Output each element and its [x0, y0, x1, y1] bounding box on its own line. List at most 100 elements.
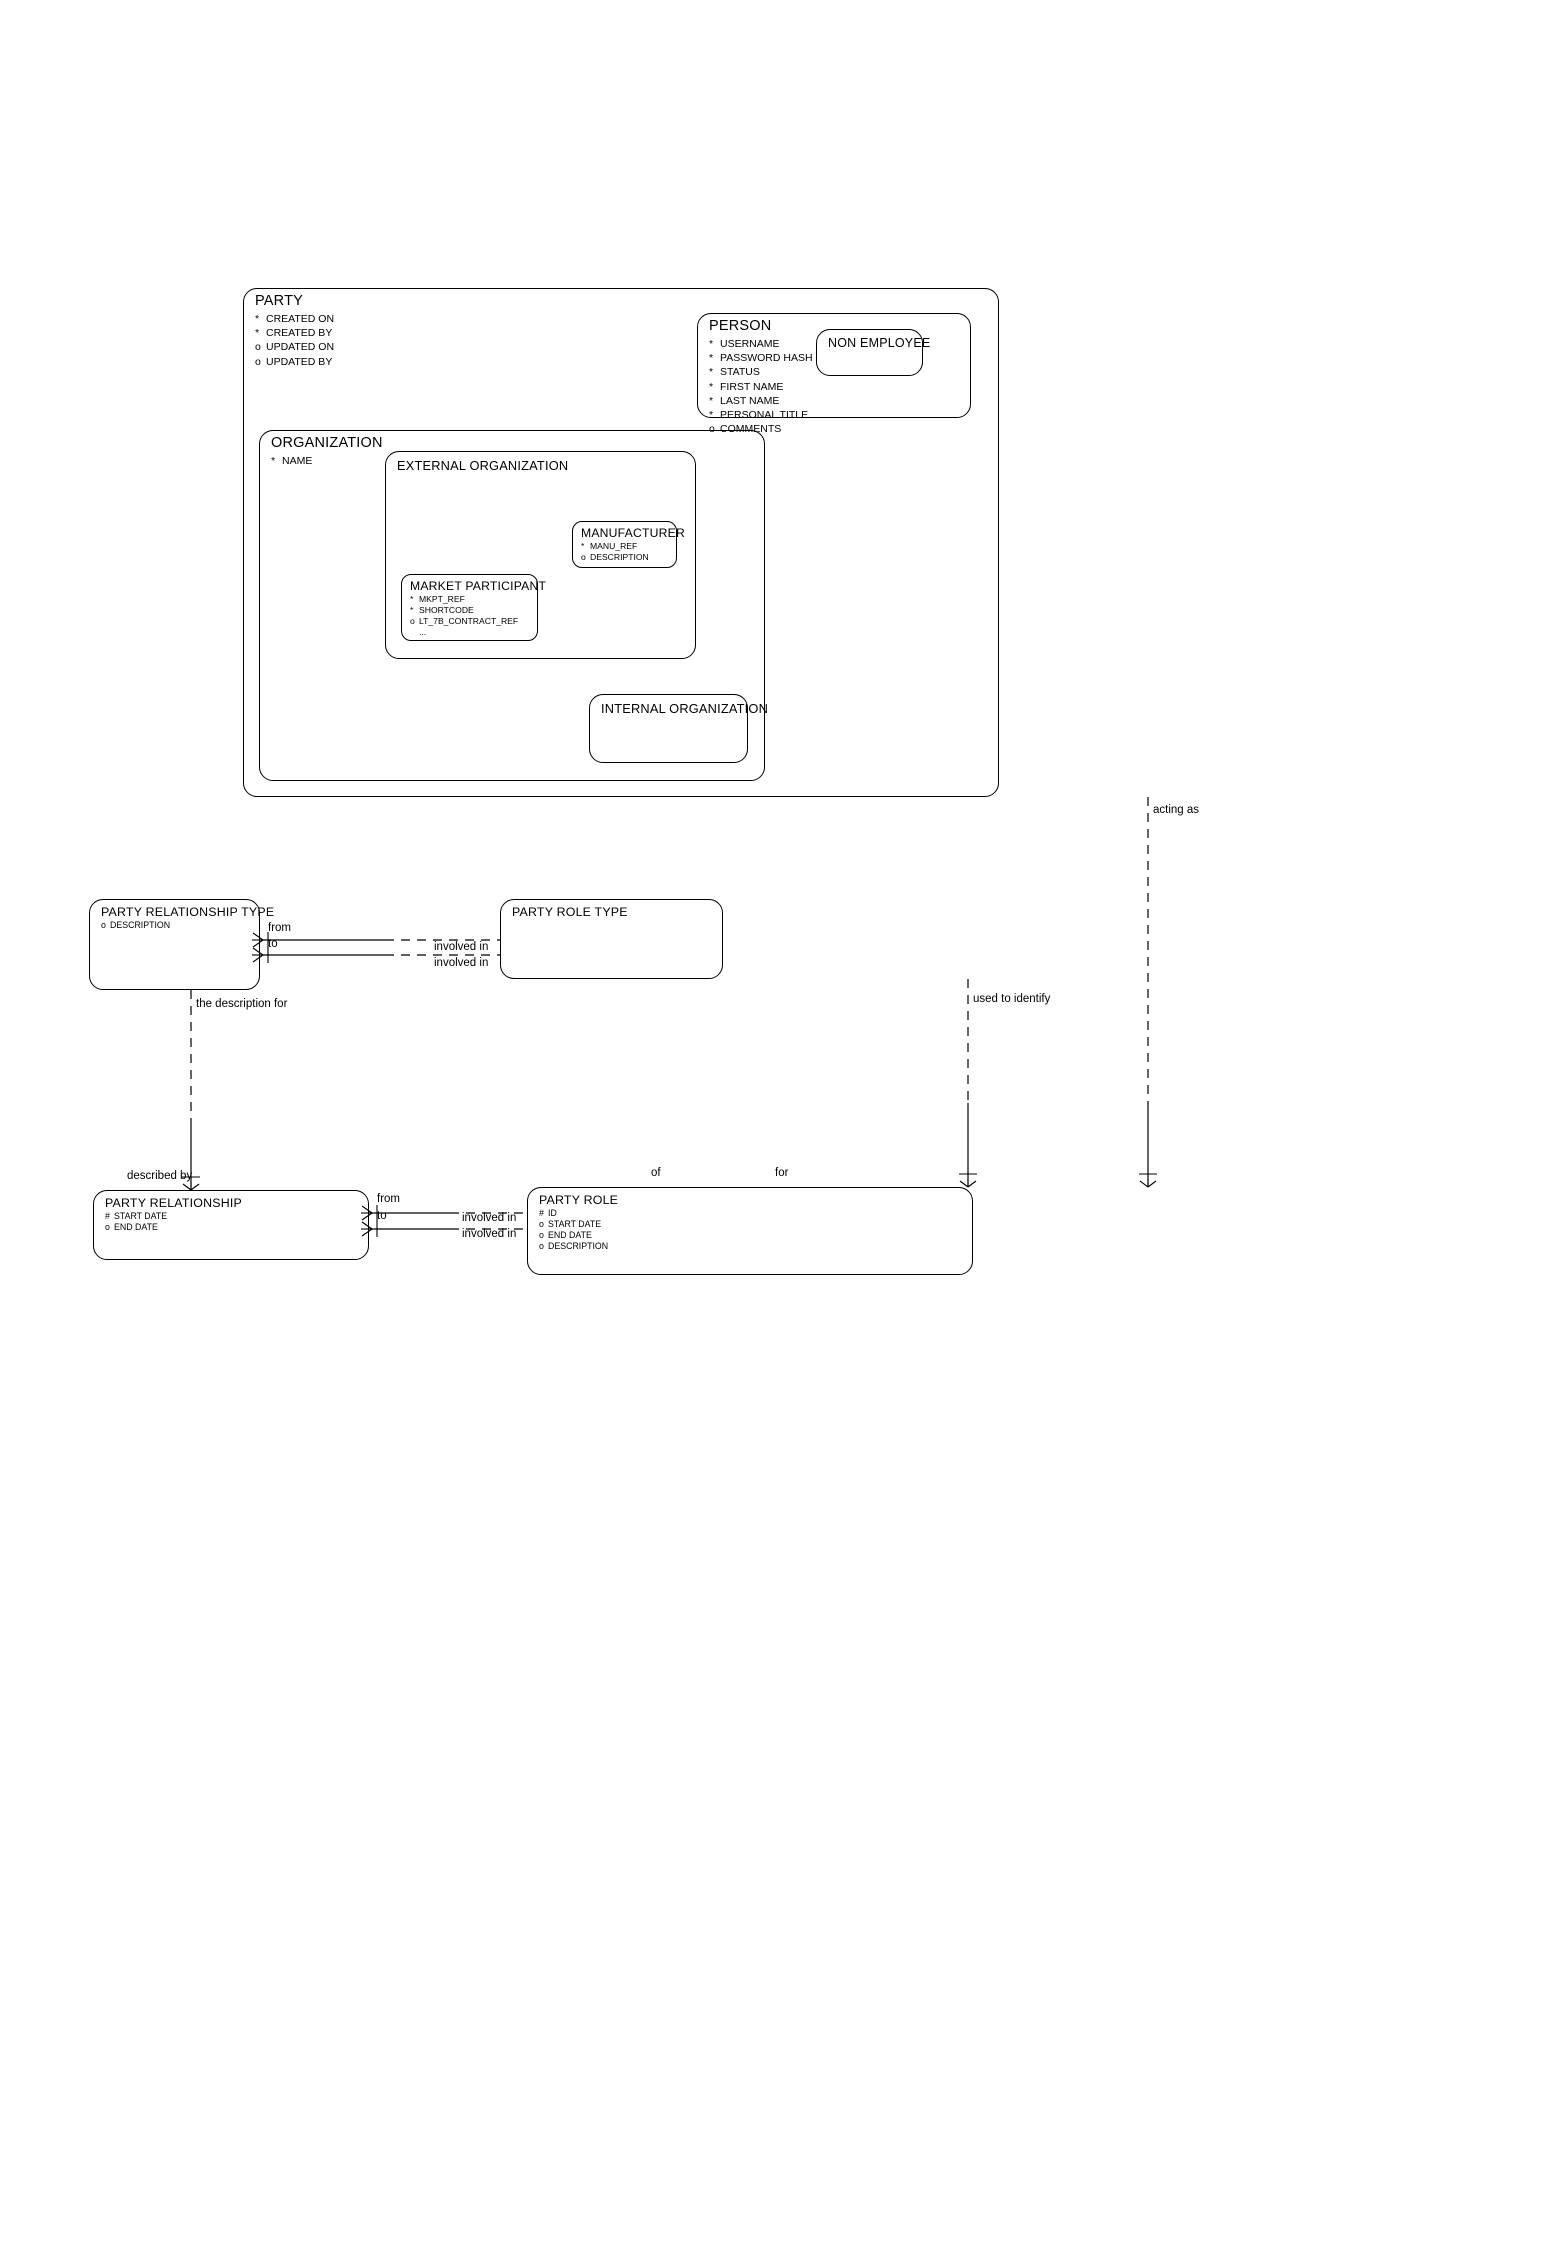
attribute-row: * CREATED BY [255, 326, 334, 340]
entity-party-relationship-type[interactable]: PARTY RELATIONSHIP TYPE o DESCRIPTION [89, 899, 274, 990]
entity-manufacturer[interactable]: MANUFACTURER * MANU_REF o DESCRIPTION [572, 521, 685, 568]
attribute-row: o END DATE [539, 1230, 608, 1241]
entity-person-title: PERSON [709, 318, 772, 334]
attribute-row: *CREATED ON [255, 312, 334, 326]
attribute-mark: * [709, 394, 714, 407]
attribute-mark: o [709, 423, 715, 436]
entity-party-role-title: PARTY ROLE [539, 1193, 619, 1207]
attribute-row: o DESCRIPTION [581, 552, 649, 563]
entity-external-organization[interactable]: EXTERNAL ORGANIZATION [385, 451, 696, 659]
attribute-label: PERSONAL TITLE [720, 409, 809, 422]
entity-manufacturer-attributes: * MANU_REF o DESCRIPTION [581, 541, 649, 563]
attribute-mark: * [255, 327, 260, 340]
entity-organization-attributes: * NAME [271, 454, 312, 468]
entity-party-relationship-type-title: PARTY RELATIONSHIP TYPE [101, 905, 275, 919]
relationship-label-of: of [651, 1167, 661, 1179]
attribute-label: NAME [282, 455, 313, 467]
attribute-row: o DESCRIPTION [101, 920, 170, 931]
attribute-row: * NAME [271, 454, 312, 468]
attribute-mark: * [255, 313, 260, 325]
entity-market-participant-title: MARKET PARTICIPANT [410, 579, 547, 593]
attribute-row: o END DATE [105, 1222, 167, 1233]
entity-party-title: PARTY [255, 293, 304, 309]
attribute-label: DESCRIPTION [110, 920, 171, 930]
entity-organization-title: ORGANIZATION [271, 435, 383, 451]
attribute-row: * LAST NAME [709, 394, 813, 408]
attribute-mark: # [105, 1211, 110, 1221]
attribute-label: FIRST NAME [720, 380, 784, 393]
attribute-mark: * [410, 594, 414, 604]
attribute-mark: * [709, 352, 714, 365]
attribute-mark: o [255, 341, 261, 354]
attribute-label: DESCRIPTION [590, 552, 649, 562]
attribute-label: COMMENTS [720, 423, 782, 436]
attribute-mark: * [410, 605, 414, 615]
attribute-row-more: ... [410, 627, 518, 638]
entity-party-role-type-title: PARTY ROLE TYPE [512, 905, 628, 919]
relationship-label-pr-to: to [377, 1210, 387, 1222]
attribute-row: o UPDATED ON [255, 340, 334, 354]
attribute-label: ... [419, 627, 427, 637]
attribute-row: * STATUS [709, 365, 813, 379]
attribute-mark: o [101, 920, 106, 930]
attribute-label: START DATE [114, 1211, 168, 1221]
attribute-label: END DATE [548, 1230, 592, 1240]
attribute-mark: o [539, 1241, 544, 1251]
relationship-label-used-to-identify: used to identify [973, 993, 1051, 1005]
attribute-row: *USERNAME [709, 337, 813, 351]
attribute-mark: o [581, 552, 586, 562]
attribute-label: END DATE [114, 1222, 158, 1232]
attribute-mark: * [709, 338, 714, 350]
relationship-label-prt-involved-in-1: involved in [434, 941, 489, 953]
relationship-label-for: for [775, 1167, 789, 1179]
attribute-row: # START DATE [105, 1211, 167, 1222]
entity-party[interactable]: PARTY *CREATED ON * CREATED BY o UPDATED O… [243, 288, 999, 797]
attribute-mark: * [581, 541, 585, 551]
entity-person[interactable]: PERSON *USERNAME *PASSWORD HASH *STATUS … [697, 313, 971, 435]
attribute-mark: o [539, 1230, 544, 1240]
attribute-mark: * [709, 366, 714, 379]
attribute-label: SHORTCODE [419, 605, 474, 615]
relationship-label-prt-from: from [268, 922, 291, 934]
entity-non-employee[interactable]: NON EMPLOYEE [816, 329, 930, 376]
entity-party-relationship-type-attributes: o DESCRIPTION [101, 920, 170, 931]
attribute-row: #ID [539, 1208, 608, 1219]
entity-party-relationship-attributes: # START DATE o END DATE [105, 1211, 167, 1233]
attribute-mark: o [410, 616, 415, 626]
attribute-row: * SHORTCODE [410, 605, 518, 616]
relationship-label-acting-as: acting as [1153, 804, 1200, 816]
attribute-row: o COMMENTS [709, 422, 813, 436]
relationship-label-prt-involved-in-2: involved in [434, 957, 489, 969]
attribute-mark: # [539, 1208, 544, 1218]
relationship-label-the-description-for: the description for [196, 998, 288, 1010]
attribute-label: DESCRIPTION [548, 1241, 609, 1251]
attribute-label: PASSWORD HASH [720, 352, 813, 365]
attribute-mark: * [271, 455, 276, 467]
attribute-row: *MKPT_REF [410, 594, 518, 605]
attribute-label: UPDATED BY [266, 355, 333, 368]
entity-manufacturer-title: MANUFACTURER [581, 526, 685, 540]
entity-external-organization-title: EXTERNAL ORGANIZATION [397, 458, 569, 473]
attribute-label: STATUS [720, 366, 760, 379]
attribute-label: LAST NAME [720, 394, 780, 407]
attribute-label: CREATED BY [266, 327, 333, 340]
entity-internal-organization[interactable]: INTERNAL ORGANIZATION [589, 694, 768, 763]
entity-market-participant[interactable]: MARKET PARTICIPANT *MKPT_REF *SHORTCODE … [401, 574, 546, 641]
attribute-row: * PASSWORD HASH [709, 351, 813, 365]
attribute-mark: o [539, 1219, 544, 1229]
entity-organization[interactable]: ORGANIZATION * NAME [259, 430, 765, 781]
attribute-label: UPDATED ON [266, 341, 335, 354]
entity-party-role-type[interactable]: PARTY ROLE TYPE [500, 899, 723, 979]
attribute-label: START DATE [548, 1219, 602, 1229]
entity-person-attributes: *USERNAME *PASSWORD HASH *STATUS *FIRST … [709, 337, 813, 436]
attribute-row: o DESCRIPTION [539, 1241, 608, 1252]
attribute-mark: o [105, 1222, 110, 1232]
attribute-label: MANU_REF [590, 541, 638, 551]
attribute-row: *FIRST NAME [709, 380, 813, 394]
